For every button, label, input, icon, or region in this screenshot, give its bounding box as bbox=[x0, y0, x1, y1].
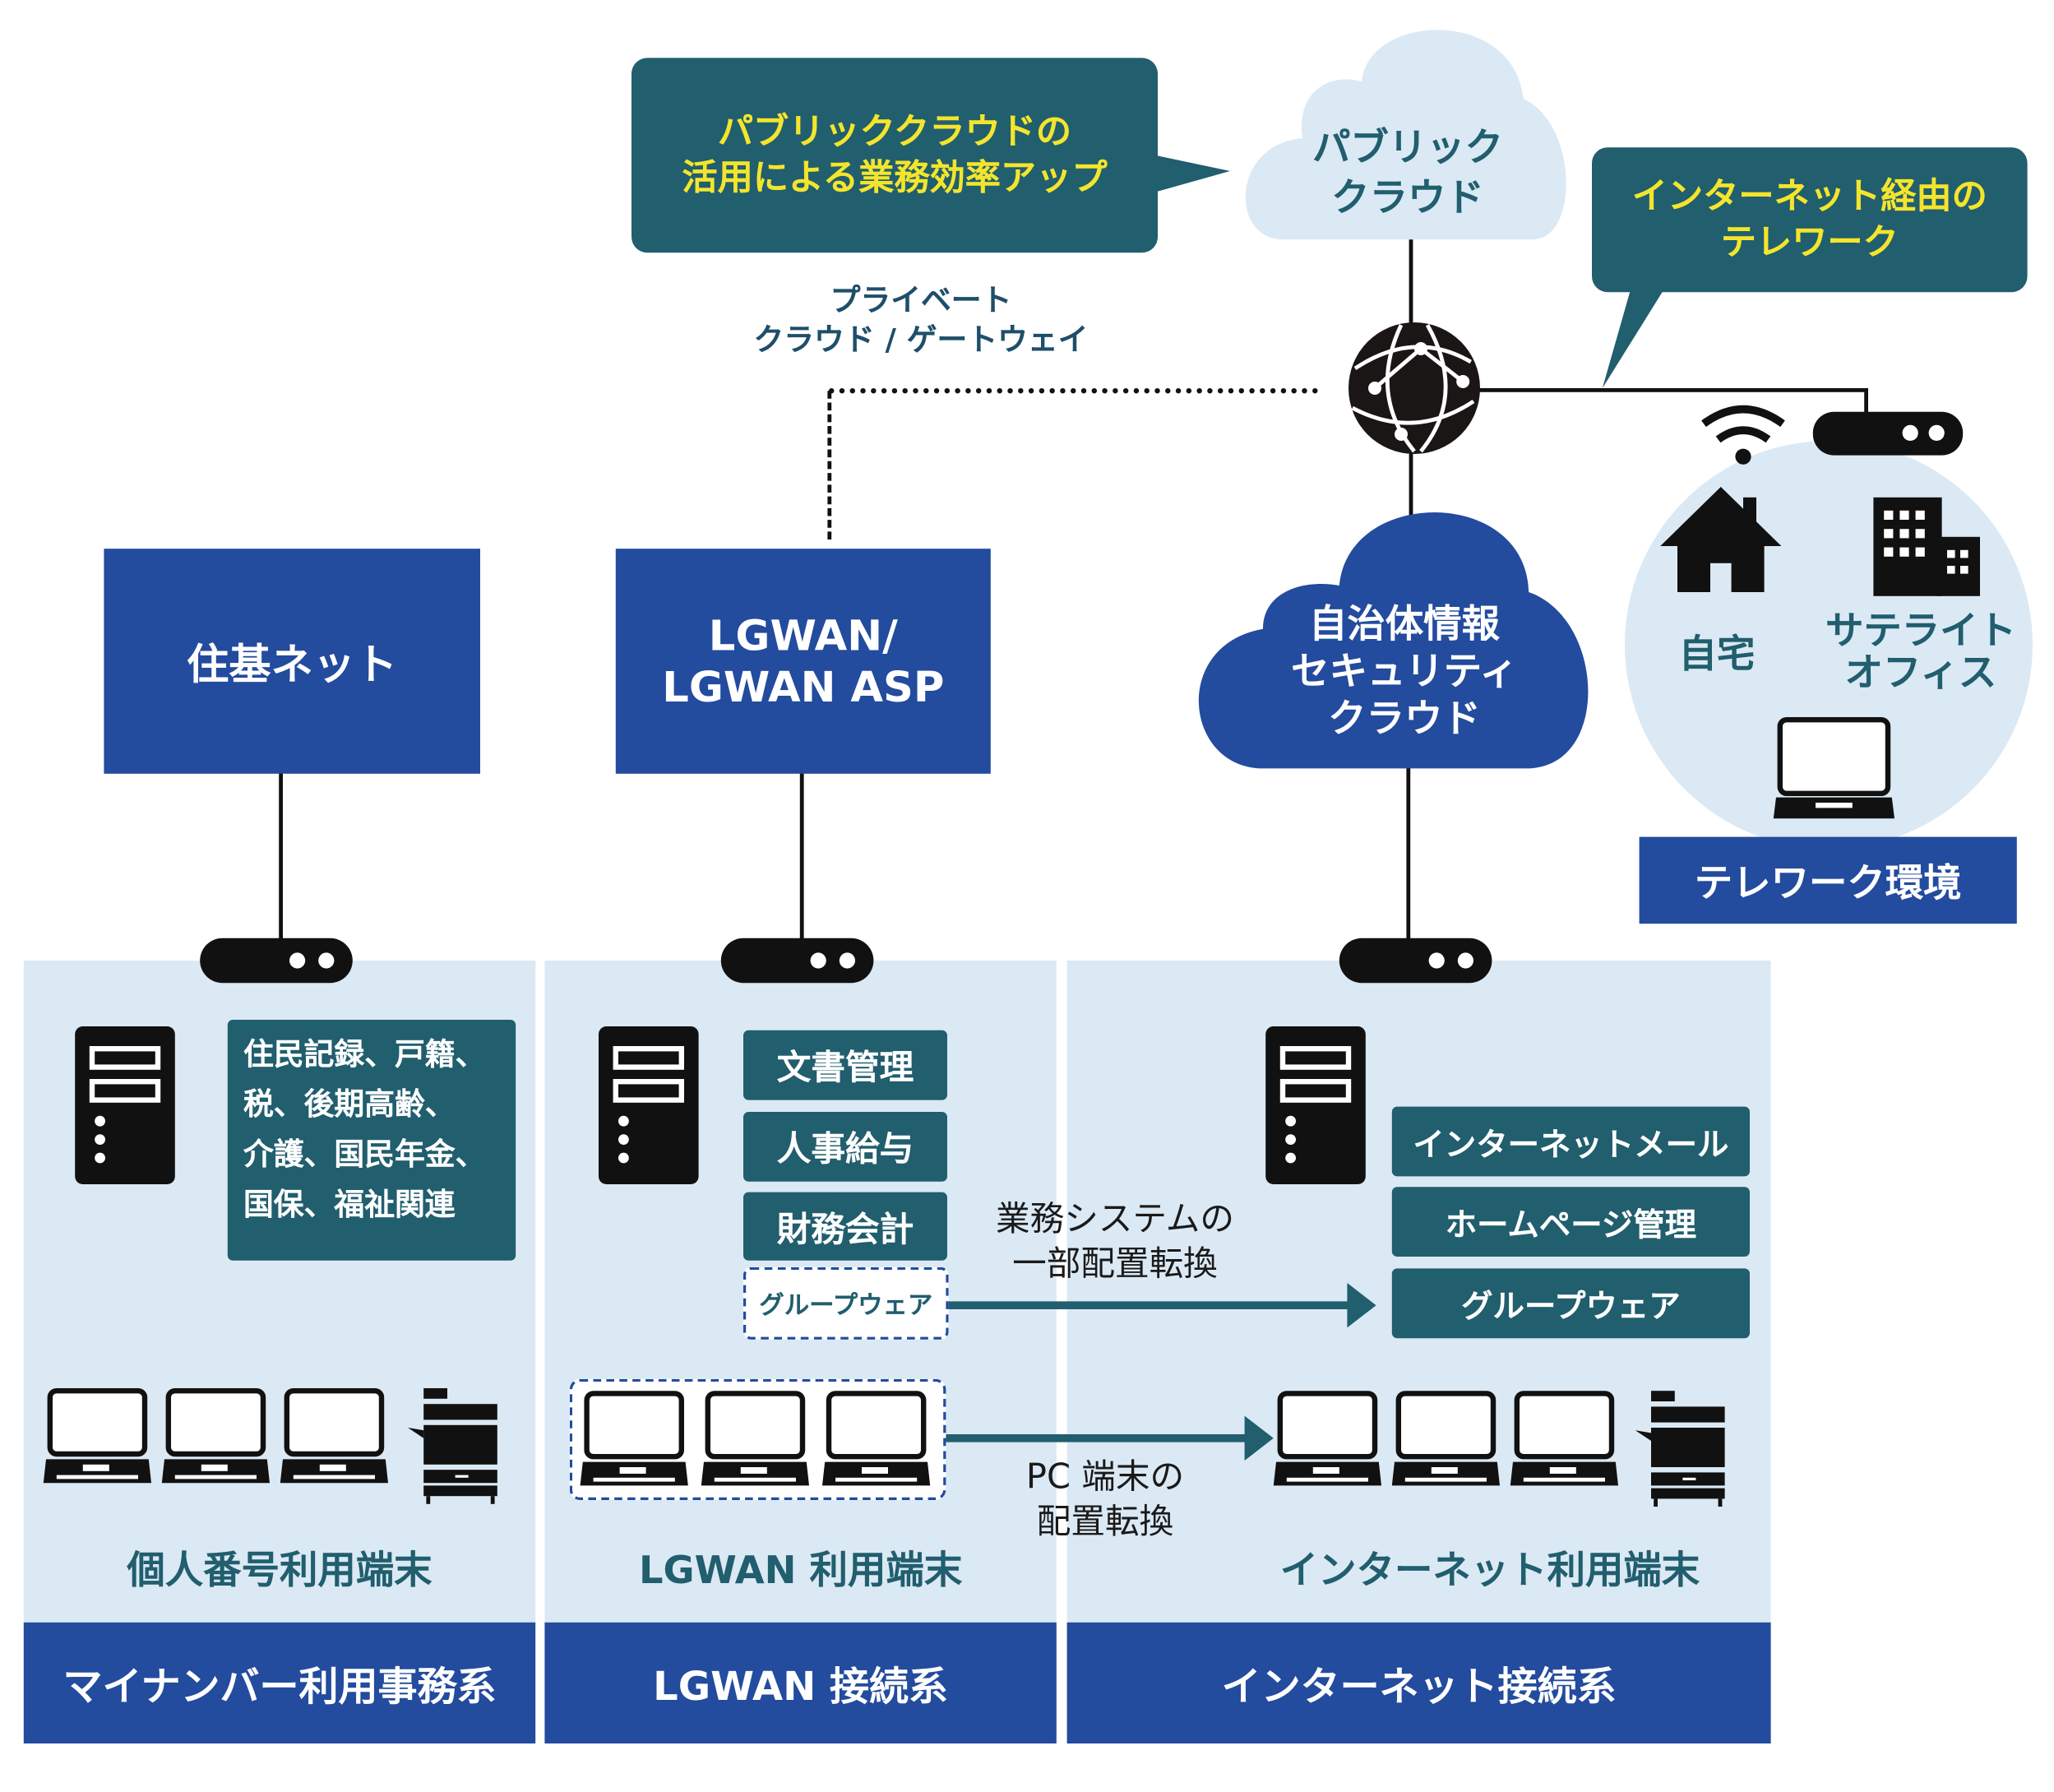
connector bbox=[1473, 388, 1868, 392]
callout-tail bbox=[1154, 155, 1666, 388]
globe-internet-icon bbox=[1349, 322, 1480, 454]
callout-line: 活用による業務効率アップ bbox=[682, 158, 1108, 199]
laptop-icon bbox=[1392, 1393, 1500, 1485]
cloud-line: クラウド bbox=[1328, 696, 1481, 741]
mynumber-systems-box: 住民記録、戸籍、 税、後期高齢、 介護、国民年金、 国保、福祉関連 bbox=[227, 1020, 516, 1261]
callout-telework: インターネット経由の テレワーク bbox=[1592, 147, 2028, 293]
connector bbox=[1864, 388, 1868, 418]
connector bbox=[1409, 237, 1413, 329]
telework-env-label: テレワーク環境 bbox=[1639, 836, 2017, 924]
system-internet-mail: インターネットメール bbox=[1391, 1106, 1750, 1177]
router-icon bbox=[1339, 938, 1492, 984]
system-line: 住民記録、戸籍、 bbox=[243, 1038, 486, 1072]
system-line: 税、後期高齢、 bbox=[243, 1088, 456, 1123]
connector bbox=[279, 771, 283, 942]
label-line: LGWAN ASP bbox=[662, 661, 945, 711]
laptop-icon bbox=[581, 1393, 688, 1485]
connector bbox=[1406, 763, 1411, 942]
laptop-icon bbox=[162, 1391, 270, 1483]
system-homepage-management: ホームページ管理 bbox=[1391, 1187, 1750, 1257]
laptop-icon bbox=[1773, 717, 1894, 819]
laptop-icon bbox=[701, 1393, 809, 1485]
wifi-icon bbox=[1701, 405, 1785, 465]
cloud-line: クラウド bbox=[1331, 174, 1484, 220]
public-cloud-label: パブリック クラウド bbox=[1263, 121, 1552, 226]
security-cloud-shape bbox=[1198, 512, 1589, 769]
footer-internet: インターネット接続系 bbox=[1066, 1622, 1771, 1743]
dotted-connector bbox=[829, 388, 1319, 394]
label-line: 配置転換 bbox=[1036, 1503, 1174, 1543]
server-icon bbox=[599, 1026, 699, 1184]
pc-move-arrow bbox=[946, 1415, 1274, 1461]
system-line: 国保、福祉関連 bbox=[243, 1188, 456, 1223]
satellite-office-label: サテライト オフィス bbox=[1802, 605, 2039, 700]
label-line: LGWAN/ bbox=[708, 610, 898, 661]
dotted-connector bbox=[827, 391, 832, 539]
label-line: オフィス bbox=[1844, 650, 1997, 695]
system-hr-payroll: 人事給与 bbox=[743, 1112, 947, 1182]
label-line: 一部配置転換 bbox=[1012, 1244, 1218, 1285]
pc-move-label: PC 端末の 配置転換 bbox=[987, 1452, 1224, 1549]
laptop-icon bbox=[1510, 1393, 1618, 1485]
system-move-label: 業務システムの 一部配置転換 bbox=[967, 1195, 1263, 1292]
private-cloud-gateway-label: プライベート クラウド / ゲートウェイ bbox=[710, 276, 1131, 368]
system-accounting: 財務会計 bbox=[743, 1192, 947, 1261]
arrows bbox=[946, 1283, 1376, 1461]
label-line: クラウド / ゲートウェイ bbox=[753, 323, 1089, 359]
router-icon bbox=[200, 938, 353, 984]
server-icon bbox=[1265, 1026, 1366, 1184]
callout-public-cloud-benefit: パブリッククラウドの 活用による業務効率アップ bbox=[631, 58, 1158, 253]
lgwan-terminal-label: LGWAN 利用端末 bbox=[638, 1547, 963, 1592]
router-icon bbox=[1812, 411, 1964, 456]
lgwan-box: LGWAN/ LGWAN ASP bbox=[615, 549, 991, 774]
system-document-management: 文書管理 bbox=[743, 1030, 947, 1100]
footer-lgwan: LGWAN 接続系 bbox=[544, 1622, 1057, 1743]
server-icon bbox=[75, 1026, 175, 1184]
public-cloud-shape bbox=[1245, 30, 1566, 240]
router-icons bbox=[200, 938, 1492, 984]
label-line: 業務システムの bbox=[996, 1200, 1234, 1240]
label-line: サテライト bbox=[1825, 608, 2016, 653]
terminal-icons bbox=[0, 1388, 1725, 1507]
security-cloud-label: 自治体情報 セキュリティ クラウド bbox=[1237, 592, 1572, 750]
footer-mynumber: マイナンバー利用事務系 bbox=[23, 1622, 536, 1743]
router-icon bbox=[720, 938, 874, 984]
cloud-line: セキュリティ bbox=[1291, 648, 1518, 693]
system-groupware: グループウェア bbox=[1391, 1268, 1750, 1339]
laptop-icon bbox=[822, 1393, 930, 1485]
connector bbox=[1409, 447, 1413, 520]
mynumber-terminal-label: 個人番号利用端末 bbox=[127, 1547, 433, 1592]
callout-line: テレワーク bbox=[1720, 222, 1899, 263]
internet-terminal-label: インターネット利用端末 bbox=[1279, 1547, 1700, 1592]
server-icons bbox=[75, 1026, 1366, 1184]
juki-net-box: 住基ネット bbox=[104, 549, 481, 774]
laptop-icon bbox=[280, 1391, 388, 1483]
home-label: 自宅 bbox=[1678, 632, 1756, 677]
laptop-icon bbox=[1274, 1393, 1381, 1485]
connector bbox=[799, 771, 804, 942]
cloud-line: パブリック bbox=[1312, 125, 1503, 170]
system-line: 介護、国民年金、 bbox=[243, 1138, 486, 1173]
callout-line: インターネット経由の bbox=[1631, 176, 1987, 217]
laptop-icon bbox=[44, 1391, 151, 1483]
house-icon bbox=[1660, 487, 1782, 592]
office-building-icon bbox=[1873, 497, 1980, 596]
system-move-arrow bbox=[948, 1283, 1376, 1328]
label-line: プライベート bbox=[830, 284, 1012, 319]
cloud-line: 自治体情報 bbox=[1308, 600, 1500, 646]
callout-line: パブリッククラウドの bbox=[717, 111, 1072, 153]
system-groupware-moved: グループウェア bbox=[743, 1266, 949, 1340]
label-line: PC 端末の bbox=[1025, 1458, 1185, 1498]
